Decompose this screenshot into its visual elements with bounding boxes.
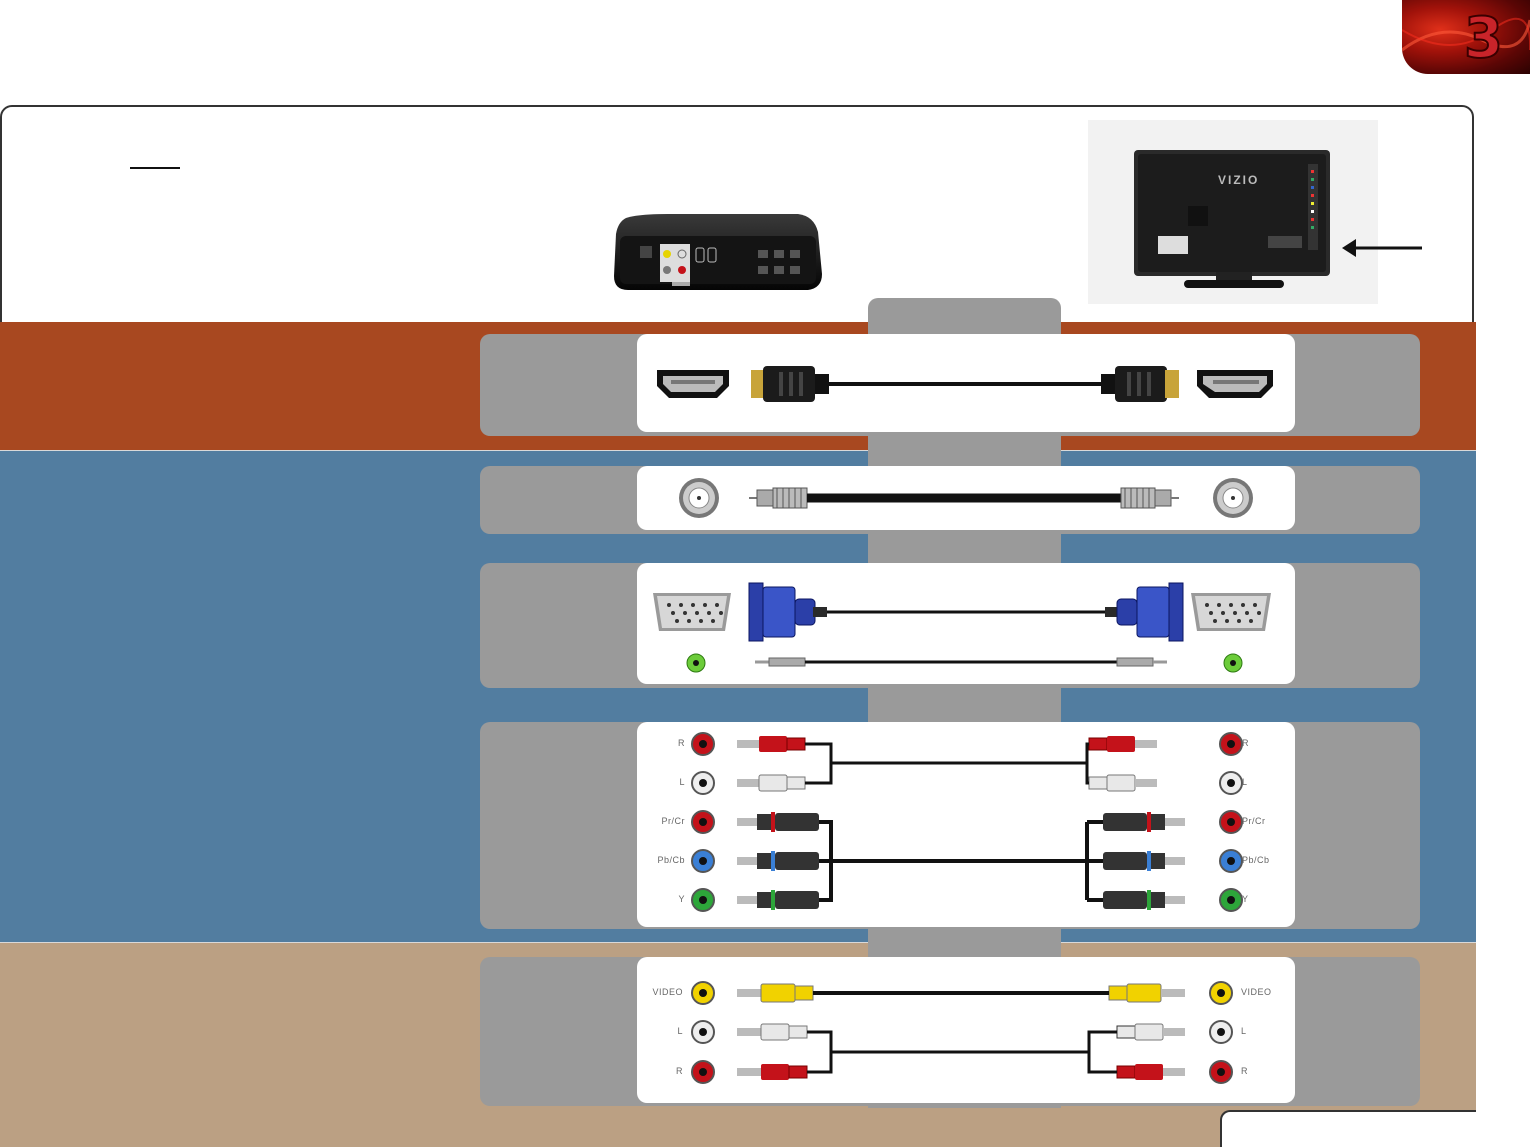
jack-label: L — [1241, 1026, 1247, 1036]
coax-port-left — [679, 478, 719, 518]
vga-port-left — [653, 593, 731, 631]
jack-label: L — [1242, 777, 1248, 787]
rgb-panel — [637, 563, 1295, 684]
hdmi-plug-left — [751, 366, 829, 402]
coax-plug-right — [1120, 487, 1179, 509]
rgb-cable-diagram — [653, 582, 1271, 673]
jack-label: R — [676, 1066, 683, 1076]
component-plug-blue-left — [737, 851, 819, 871]
source-device — [614, 214, 822, 290]
vga-plug-left — [748, 582, 827, 642]
jack-label: Pr/Cr — [1242, 816, 1266, 826]
swirl-decoration — [1402, 17, 1530, 52]
rca-jack-yellow-left — [691, 981, 715, 1005]
vga-port-right — [1191, 593, 1271, 631]
component-plug-green-right — [1103, 890, 1185, 910]
rca-jack-blue-left — [691, 849, 715, 873]
jack-label: Pb/Cb — [657, 855, 685, 865]
rca-jack-red-left — [691, 732, 715, 756]
rca-jack-white-right — [1219, 771, 1243, 795]
hdmi-plug-right — [1101, 366, 1179, 402]
jack-label: Y — [678, 894, 685, 904]
component-plug-red-right — [1103, 812, 1185, 832]
composite-cable-diagram: VIDEO L R VIDEO L R — [637, 957, 1295, 1103]
page-number: 3 — [1463, 5, 1504, 72]
audio-plug-left — [755, 657, 806, 667]
rca-jack-white-left — [691, 1020, 715, 1044]
jack-label: Pb/Cb — [1242, 855, 1270, 865]
rca-plug-white-left — [737, 1023, 808, 1041]
page-number-badge: 3 — [1402, 0, 1530, 74]
rca-jack-yellow-right — [1209, 981, 1233, 1005]
component-plug-red-left — [737, 812, 819, 832]
jack-label: R — [678, 738, 685, 748]
underline-mark — [130, 167, 180, 169]
jack-label: L — [677, 1026, 683, 1036]
component-cable-diagram: R L Pr/Cr Pb/Cb Y R L Pr/Cr Pb/Cb Y — [637, 722, 1295, 927]
hdmi-port-right — [1197, 370, 1273, 398]
rca-jack-red-left — [691, 810, 715, 834]
jack-label: R — [1242, 738, 1249, 748]
rca-jack-red-right — [1219, 732, 1243, 756]
jack-label: Pr/Cr — [661, 816, 685, 826]
component-plug-green-left — [737, 890, 819, 910]
hdmi-port-left — [657, 370, 729, 398]
rca-jack-white-right — [1209, 1020, 1233, 1044]
jack-label: Y — [1242, 894, 1249, 904]
arrow-left-icon — [1342, 239, 1422, 257]
bottom-notch — [1220, 1110, 1476, 1147]
vga-plug-right — [1105, 582, 1184, 642]
rca-plug-white-right — [1088, 774, 1157, 792]
coax-port-right — [1213, 478, 1253, 518]
rca-plug-red-left — [737, 736, 806, 752]
rca-plug-yellow-left — [737, 983, 814, 1003]
band-divider — [0, 450, 1476, 451]
jack-label: L — [679, 777, 685, 787]
component-plug-blue-right — [1103, 851, 1185, 871]
audio-jack-right — [1223, 653, 1243, 673]
rca-jack-red-right — [1219, 810, 1243, 834]
tv-logo: VIZIO — [1218, 173, 1259, 187]
coax-cable-diagram — [679, 478, 1253, 518]
rca-plug-red-right — [1116, 1064, 1185, 1080]
rca-jack-red-right — [1209, 1060, 1233, 1084]
rca-jack-white-left — [691, 771, 715, 795]
jack-label: VIDEO — [1241, 987, 1272, 997]
audio-plug-right — [1116, 657, 1167, 667]
jack-label: VIDEO — [652, 987, 683, 997]
jack-label: R — [1241, 1066, 1248, 1076]
rca-plug-yellow-right — [1108, 983, 1185, 1003]
rca-plug-white-right — [1116, 1023, 1185, 1041]
rca-plug-red-left — [737, 1064, 808, 1080]
coax-plug-left — [749, 487, 808, 509]
audio-jack-left — [686, 653, 706, 673]
band-divider — [0, 942, 1476, 943]
rca-jack-red-left — [691, 1060, 715, 1084]
rca-jack-blue-right — [1219, 849, 1243, 873]
rca-plug-red-right — [1088, 736, 1157, 752]
rca-jack-green-right — [1219, 888, 1243, 912]
hdmi-cable-diagram — [657, 366, 1273, 402]
tv-back: VIZIO — [1088, 120, 1378, 304]
rca-plug-white-left — [737, 774, 806, 792]
rca-jack-green-left — [691, 888, 715, 912]
